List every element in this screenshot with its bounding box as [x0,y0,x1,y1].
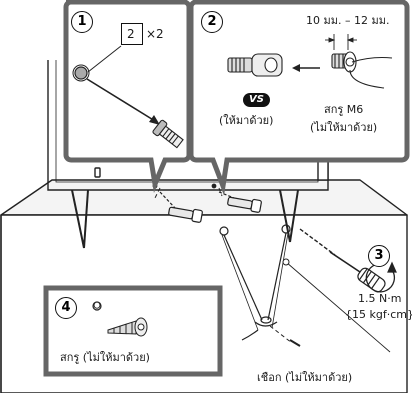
guide-lines [154,187,293,344]
torque-alt-value: {15 kgf·cm} [345,308,412,321]
m6-screw-label: สกรู M6 [324,103,364,116]
vs-badge: VS [243,93,270,107]
not-supplied-label: (ไม่ให้มาด้วย) [310,121,378,134]
panel1-callout [63,0,192,193]
supplied-label: (ให้มาด้วย) [219,114,274,127]
step-3-number: 3 [368,245,390,267]
panel2-callout [188,0,410,196]
quantity-box [121,23,143,45]
quantity-multiplier: ×2 [146,27,164,41]
step-2-number: 2 [201,11,223,33]
torque-value: 1.5 N·m [358,292,402,305]
cords [219,224,291,341]
quantity-box-number: 2 [127,27,135,41]
cord-label: เชือก (ไม่ให้มาด้วย) [257,371,353,384]
mount-brackets [152,183,262,223]
panel4-box [43,285,223,377]
screwdriver [299,228,397,293]
dimension-label: 10 มม. – 12 มม. [306,14,390,27]
step-4-number: 4 [55,297,77,319]
floor-screw [289,339,301,347]
step-1-number: 1 [71,11,93,33]
cord-leader [285,261,391,353]
floor-screw-label: สกรู (ไม่ให้มาด้วย) [60,351,150,364]
